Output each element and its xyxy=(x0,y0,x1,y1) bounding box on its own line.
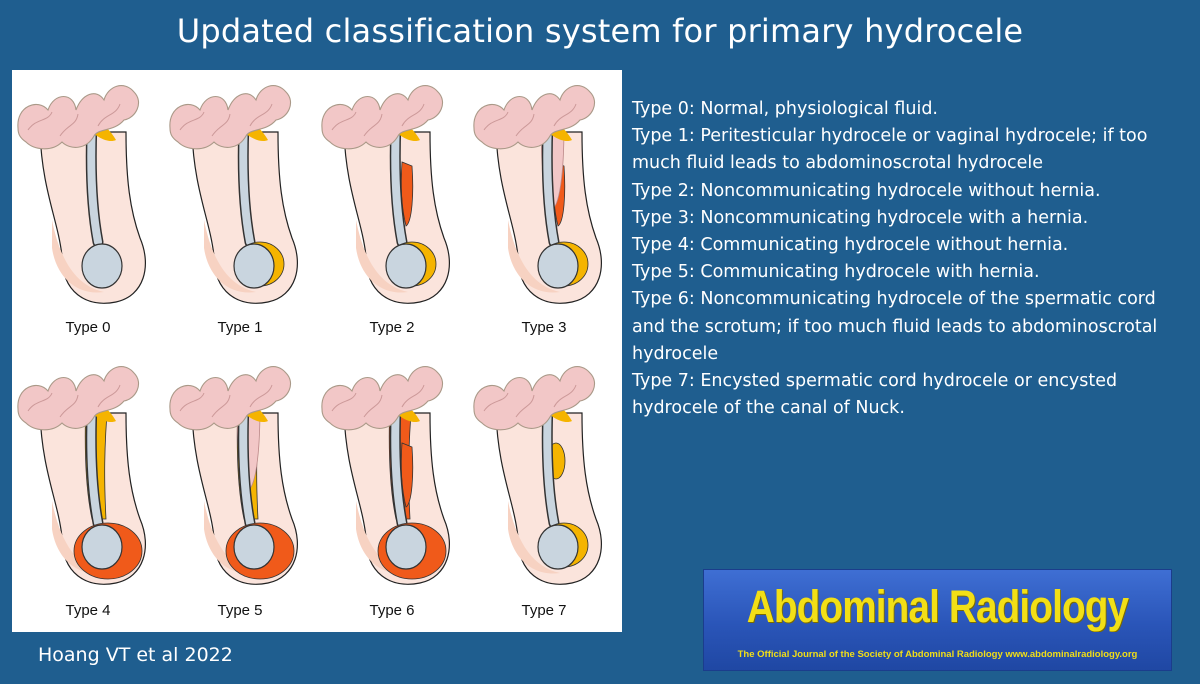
type-2-description: Type 2: Noncommunicating hydrocele witho… xyxy=(632,180,1101,201)
type-5-label: Type 5 xyxy=(217,602,263,619)
testis xyxy=(81,243,123,289)
bowel-loops xyxy=(169,85,291,150)
type-0-description: Type 0: Normal, physiological fluid. xyxy=(632,99,938,119)
scrotal-shading xyxy=(508,220,560,293)
type-6-diagram xyxy=(321,366,450,585)
type-0-diagram xyxy=(17,85,146,304)
bowel-folds xyxy=(483,384,577,418)
scrotal-shading xyxy=(356,220,408,293)
type-6-label: Type 6 xyxy=(369,602,415,619)
bowel-loops xyxy=(321,366,443,431)
hydrocele-illustration-panel: Type 0 Type 1 Type 2 Type 3 Type 4 Type … xyxy=(12,70,622,632)
page-title: Updated classification system for primar… xyxy=(176,12,1024,50)
bowel-folds xyxy=(27,384,121,418)
type-2-label: Type 2 xyxy=(369,319,415,336)
type-1-description: Type 1: Peritesticular hydrocele or vagi… xyxy=(632,126,1148,174)
testis xyxy=(81,524,123,570)
scrotal-shading xyxy=(204,501,256,574)
testis xyxy=(385,243,427,289)
type-4-diagram xyxy=(17,366,146,585)
testis xyxy=(233,243,275,289)
illustration-type-1: Type 1 xyxy=(164,70,316,351)
type-description-list: Type 0: Normal, physiological fluid. Typ… xyxy=(632,96,1192,422)
bowel-folds xyxy=(179,384,273,418)
illustration-type-3: Type 3 xyxy=(468,70,620,351)
bowel-folds xyxy=(331,384,425,418)
type-3-label: Type 3 xyxy=(521,319,567,336)
illustration-type-6: Type 6 xyxy=(316,351,468,632)
bowel-folds xyxy=(331,103,425,137)
illustration-type-5: Type 5 xyxy=(164,351,316,632)
bowel-folds xyxy=(483,103,577,137)
type-0-label: Type 0 xyxy=(65,319,111,336)
illustration-type-4: Type 4 xyxy=(12,351,164,632)
bowel-loops xyxy=(17,85,139,150)
testis xyxy=(537,524,579,570)
testis xyxy=(385,524,427,570)
journal-name: Abdominal Radiology xyxy=(746,581,1129,632)
type-2-diagram xyxy=(321,85,450,304)
bowel-loops xyxy=(473,85,595,150)
scrotal-shading xyxy=(204,220,256,293)
testis xyxy=(233,524,275,570)
illustration-type-0: Type 0 xyxy=(12,70,164,351)
journal-tagline: The Official Journal of the Society of A… xyxy=(737,649,1138,660)
scrotal-shading xyxy=(356,501,408,574)
type-4-label: Type 4 xyxy=(65,602,111,619)
scrotal-shading xyxy=(52,501,104,574)
scrotal-shading xyxy=(52,220,104,293)
type-3-description: Type 3: Noncommunicating hydrocele with … xyxy=(632,207,1089,228)
testis xyxy=(537,243,579,289)
type-7-label: Type 7 xyxy=(521,602,567,619)
type-7-diagram xyxy=(473,366,602,585)
type-1-label: Type 1 xyxy=(217,319,263,336)
type-7-description: Type 7: Encysted spermatic cord hydrocel… xyxy=(632,371,1118,419)
type-4-description: Type 4: Communicating hydrocele without … xyxy=(632,235,1069,256)
bowel-folds xyxy=(179,103,273,137)
type-6-description: Type 6: Noncommunicating hydrocele of th… xyxy=(632,289,1158,364)
type-5-diagram xyxy=(169,366,298,585)
type-3-diagram xyxy=(473,85,602,304)
bowel-loops xyxy=(17,366,139,431)
citation: Hoang VT et al 2022 xyxy=(38,644,233,666)
illustration-type-7: Type 7 xyxy=(468,351,620,632)
scrotal-shading xyxy=(508,501,560,574)
type-1-diagram xyxy=(169,85,298,304)
bowel-loops xyxy=(473,366,595,431)
type-5-description: Type 5: Communicating hydrocele with her… xyxy=(632,262,1040,283)
bowel-loops xyxy=(169,366,291,431)
illustration-type-2: Type 2 xyxy=(316,70,468,351)
bowel-loops xyxy=(321,85,443,150)
journal-logo: Abdominal Radiology The Official Journal… xyxy=(703,569,1172,671)
bowel-folds xyxy=(27,103,121,137)
